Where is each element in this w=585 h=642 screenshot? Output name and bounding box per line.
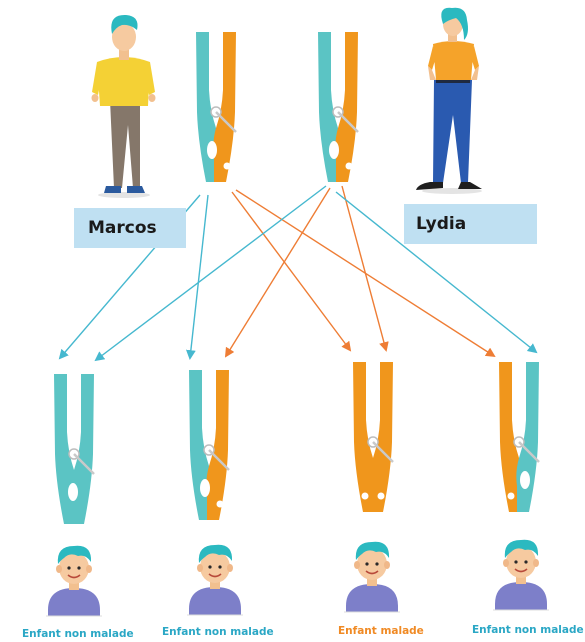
- arrow-mother-disease-to-child3: [342, 186, 386, 350]
- father-figure: [92, 15, 156, 198]
- child4-avatar: [493, 540, 549, 610]
- child4-status-label: Enfant non malade: [472, 624, 584, 636]
- father-name: Marcos: [88, 218, 157, 238]
- father-chromosome-pair: [196, 32, 236, 182]
- arrow-father-disease-to-child3: [232, 192, 350, 350]
- child2-chromosome-pair: [189, 370, 229, 520]
- child1-status-label: Enfant non malade: [22, 628, 134, 640]
- child3-chromosome-pair: [353, 362, 393, 512]
- child2-status-label: Enfant non malade: [162, 626, 274, 638]
- mother-name-label: Lydia: [404, 204, 537, 244]
- mother-chromosome-pair: [318, 32, 358, 182]
- child1-avatar: [46, 546, 102, 616]
- arrow-mother-disease-to-child2: [226, 188, 330, 356]
- child2-avatar: [187, 545, 243, 615]
- mother-figure: [416, 8, 482, 194]
- child1-chromosome-pair: [54, 374, 94, 524]
- child3-avatar: [344, 542, 400, 612]
- mother-name: Lydia: [416, 214, 466, 234]
- child4-chromosome-pair: [499, 362, 539, 512]
- father-name-label: Marcos: [74, 208, 186, 248]
- child3-status-label: Enfant malade: [338, 625, 424, 637]
